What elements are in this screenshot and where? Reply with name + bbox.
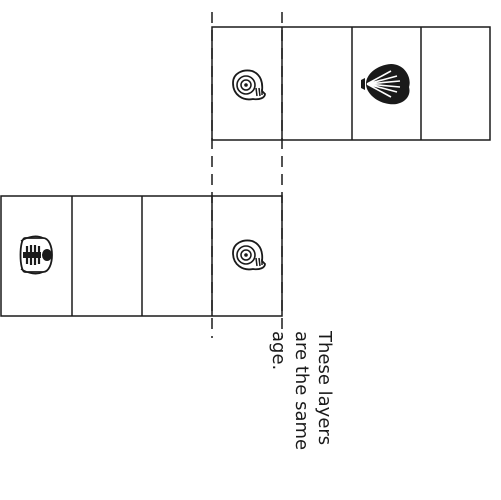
coiled-shell-fossil-icon [232, 239, 266, 271]
trilobite-fossil-icon [19, 235, 53, 275]
caption-line-2: are the same [291, 331, 312, 451]
caption-line-3: age. [268, 331, 289, 371]
clam-shell-fossil-icon [361, 64, 410, 105]
caption-line-1: These layers [314, 331, 335, 446]
same-age-caption: These layers are the same age. [267, 331, 336, 450]
upper-column-outline [211, 26, 491, 141]
coiled-shell-fossil-icon [232, 69, 266, 101]
correlation-lines [211, 12, 283, 338]
